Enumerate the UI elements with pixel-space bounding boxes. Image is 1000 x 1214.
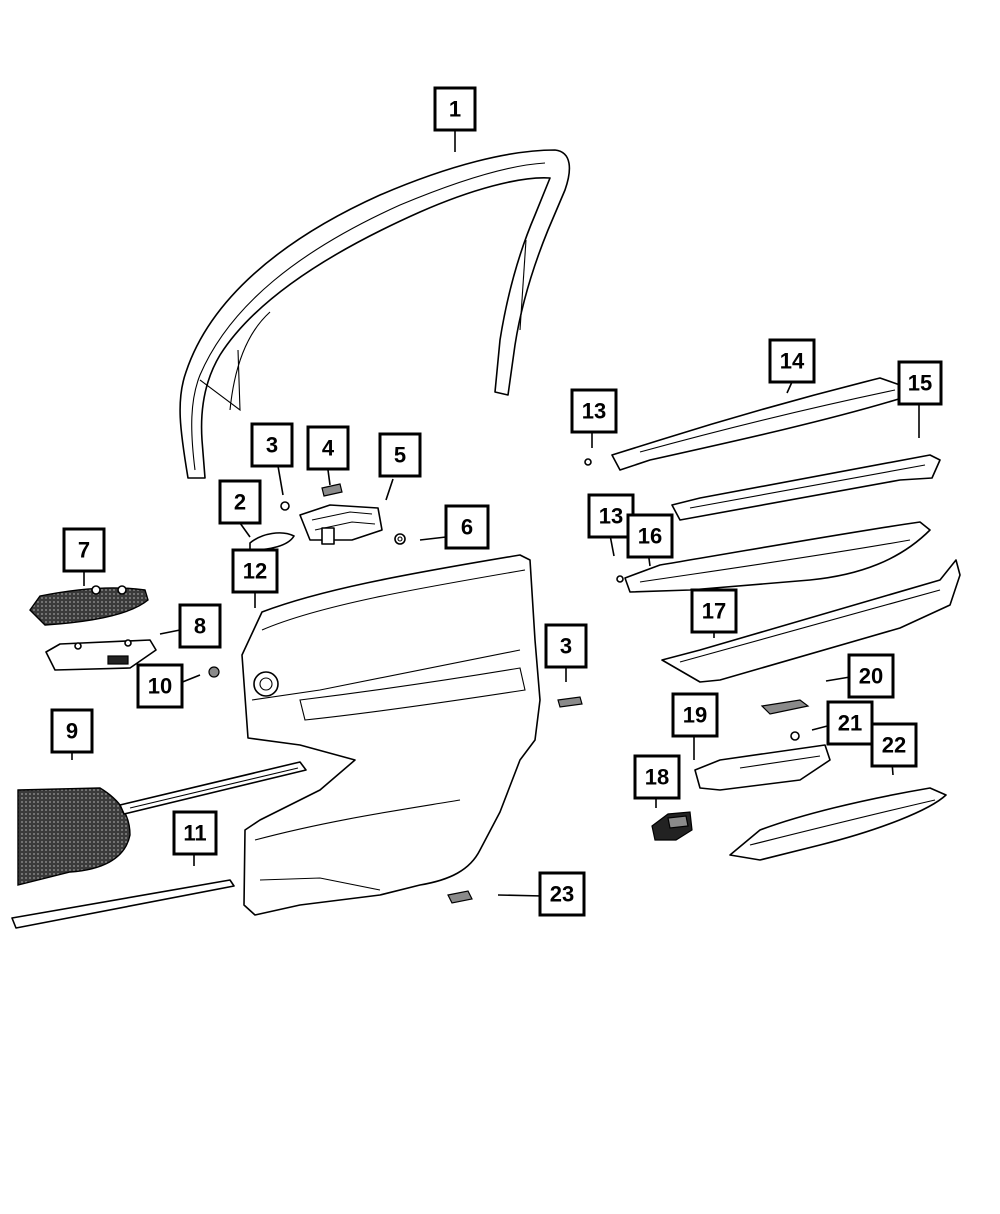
callout-5: 5 bbox=[378, 432, 422, 478]
callout-13b: 13 bbox=[587, 493, 635, 539]
svg-text:13: 13 bbox=[582, 399, 606, 424]
svg-text:10: 10 bbox=[148, 674, 172, 699]
callout-17: 17 bbox=[690, 588, 738, 634]
leader-lines bbox=[71, 130, 920, 897]
clip-23 bbox=[447, 890, 473, 904]
upper-retainer bbox=[671, 454, 941, 521]
clip-10 bbox=[208, 666, 220, 678]
svg-text:16: 16 bbox=[638, 524, 662, 549]
callout-3b: 3 bbox=[544, 623, 588, 669]
svg-text:22: 22 bbox=[882, 733, 906, 758]
svg-text:18: 18 bbox=[645, 765, 669, 790]
svg-text:14: 14 bbox=[780, 349, 805, 374]
armrest bbox=[729, 787, 947, 861]
callout-7: 7 bbox=[62, 527, 106, 573]
svg-text:3: 3 bbox=[560, 634, 572, 659]
svg-text:9: 9 bbox=[66, 719, 78, 744]
switch-bezel bbox=[45, 639, 157, 671]
map-pocket bbox=[17, 761, 307, 886]
lower-trim-strip bbox=[11, 879, 235, 929]
screw-13a bbox=[584, 458, 592, 466]
handle-bezel bbox=[249, 532, 295, 551]
clip-small-6 bbox=[394, 533, 406, 545]
svg-text:7: 7 bbox=[78, 538, 90, 563]
callout-12: 12 bbox=[231, 548, 279, 594]
upper-trim-panel bbox=[29, 585, 149, 626]
callout-13a: 13 bbox=[570, 388, 618, 434]
callout-14: 14 bbox=[768, 338, 816, 384]
callout-2: 2 bbox=[218, 479, 262, 525]
svg-text:15: 15 bbox=[908, 371, 932, 396]
armrest-bracket bbox=[694, 744, 831, 791]
door-trim-panel bbox=[241, 554, 541, 916]
svg-text:20: 20 bbox=[859, 664, 883, 689]
callout-18: 18 bbox=[633, 754, 681, 800]
svg-text:17: 17 bbox=[702, 599, 726, 624]
callout-16: 16 bbox=[626, 513, 674, 559]
svg-text:19: 19 bbox=[683, 703, 707, 728]
svg-text:3: 3 bbox=[266, 433, 278, 458]
callout-4: 4 bbox=[306, 425, 350, 471]
svg-text:23: 23 bbox=[550, 882, 574, 907]
callout-20: 20 bbox=[847, 653, 895, 699]
svg-text:8: 8 bbox=[194, 614, 206, 639]
middle-trim-molding bbox=[624, 521, 931, 593]
callout-10: 10 bbox=[136, 663, 184, 709]
screw-21 bbox=[790, 731, 800, 741]
callout-9: 9 bbox=[50, 708, 94, 754]
svg-text:21: 21 bbox=[838, 711, 862, 736]
callout-1: 1 bbox=[433, 86, 477, 132]
door-frame-weatherstrip bbox=[179, 149, 571, 479]
clip-small-4 bbox=[321, 483, 343, 497]
callout-3: 3 bbox=[250, 422, 294, 468]
svg-text:11: 11 bbox=[183, 821, 206, 846]
pull-cup bbox=[760, 699, 810, 715]
upper-trim-molding bbox=[611, 377, 903, 471]
window-switch bbox=[651, 811, 693, 841]
screw-13b bbox=[616, 575, 624, 583]
callout-15: 15 bbox=[897, 360, 943, 406]
callout-8: 8 bbox=[178, 603, 222, 649]
svg-text:13: 13 bbox=[599, 504, 623, 529]
lower-retainer bbox=[661, 559, 961, 683]
clip-small-a bbox=[280, 501, 290, 511]
svg-text:4: 4 bbox=[322, 436, 335, 461]
svg-text:5: 5 bbox=[394, 443, 406, 468]
clip-small-b bbox=[557, 696, 583, 708]
callout-23: 23 bbox=[538, 871, 586, 917]
svg-text:1: 1 bbox=[449, 97, 461, 122]
svg-text:2: 2 bbox=[234, 490, 246, 515]
callout-22: 22 bbox=[870, 722, 918, 768]
svg-text:12: 12 bbox=[243, 559, 267, 584]
inside-door-handle bbox=[299, 504, 383, 545]
callout-6: 6 bbox=[444, 504, 490, 550]
callout-21: 21 bbox=[826, 700, 874, 746]
callout-11: 11 bbox=[172, 810, 218, 856]
callout-19: 19 bbox=[671, 692, 719, 738]
svg-text:6: 6 bbox=[461, 515, 473, 540]
